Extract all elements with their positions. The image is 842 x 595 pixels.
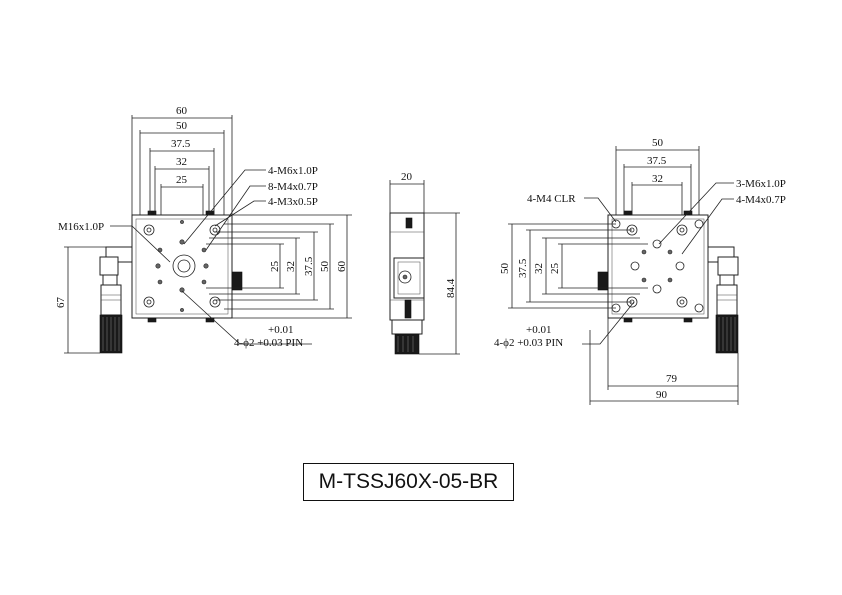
front-dim-r25: 25 <box>269 261 281 273</box>
rear-dim-l50: 50 <box>499 263 511 275</box>
rear-dim-l37-5: 37.5 <box>517 258 529 278</box>
front-dim-25: 25 <box>176 174 188 186</box>
front-pin: 4-ϕ2 +0.03 PIN <box>234 337 303 349</box>
front-dim-r60: 60 <box>336 261 348 273</box>
rear-dim-50: 50 <box>652 137 664 149</box>
front-callout-m4: 8-M4x0.7P <box>268 181 318 193</box>
rear-callout-m4: 4-M4x0.7P <box>736 194 786 206</box>
rear-dim-90: 90 <box>656 389 668 401</box>
rear-dim-l32: 32 <box>533 263 545 274</box>
rear-dim-37-5: 37.5 <box>647 155 667 167</box>
front-dim-r50: 50 <box>319 261 331 273</box>
rear-pin: 4-ϕ2 +0.03 PIN <box>494 337 563 349</box>
front-dim-50: 50 <box>176 120 188 132</box>
front-view: 60 50 37.5 32 25 25 32 37.5 50 60 <box>55 105 352 354</box>
front-callout-m6: 4-M6x1.0P <box>268 165 318 177</box>
rear-dim-32: 32 <box>652 173 663 185</box>
front-dim-60: 60 <box>176 105 188 117</box>
front-dim-37-5: 37.5 <box>171 138 191 150</box>
rear-pin-tol: +0.01 <box>526 324 551 336</box>
front-pin-tol: +0.01 <box>268 324 293 336</box>
rear-dim-l25: 25 <box>549 263 561 275</box>
front-dim-32: 32 <box>176 156 187 168</box>
rear-callout-m4clr: 4-M4 CLR <box>527 193 576 205</box>
side-view: 20 84.4 <box>389 171 460 355</box>
front-callout-m16: M16x1.0P <box>58 221 104 233</box>
front-dim-r32: 32 <box>285 261 297 272</box>
rear-callout-m6: 3-M6x1.0P <box>736 178 786 190</box>
front-dim-67: 67 <box>55 297 67 309</box>
rear-view: 50 37.5 32 50 37.5 32 25 4-M <box>494 137 786 405</box>
front-callout-m3: 4-M3x0.5P <box>268 196 318 208</box>
front-dim-r37-5: 37.5 <box>303 256 315 276</box>
model-title: M-TSSJ60X-05-BR <box>303 463 514 501</box>
side-dim-84-4: 84.4 <box>445 278 457 298</box>
side-dim-20: 20 <box>401 171 413 183</box>
rear-dim-79: 79 <box>666 373 678 385</box>
